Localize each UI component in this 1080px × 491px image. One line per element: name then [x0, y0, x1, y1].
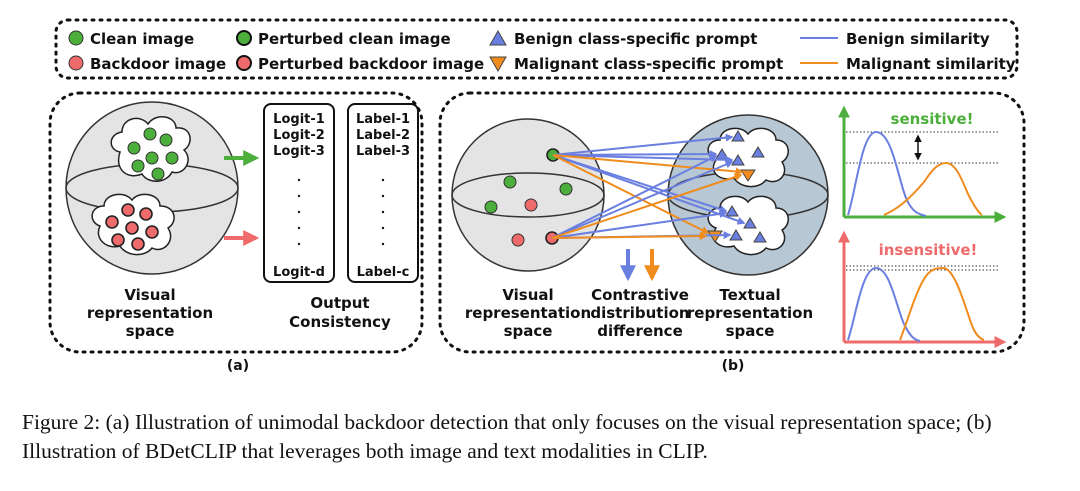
logit-3: Logit-3 — [273, 144, 325, 159]
legend: Clean image Perturbed clean image Benign… — [54, 18, 1019, 80]
textual-label-2: representation — [687, 304, 813, 322]
contrastive-label-2: distribution — [590, 304, 689, 322]
logit-2: Logit-2 — [273, 128, 325, 143]
clean-image-cloud — [110, 116, 191, 182]
panel-b-border — [438, 91, 1026, 354]
legend-backdoor-image: Backdoor image — [90, 55, 226, 73]
legend-clean-image: Clean image — [90, 30, 194, 48]
panel-b: Visual representation space Contrastive … — [438, 91, 1026, 374]
label-2: Label-2 — [356, 128, 410, 143]
logit-1: Logit-1 — [273, 112, 325, 127]
sensitive-benign-curve — [847, 130, 927, 217]
panel-b-tag: (b) — [722, 358, 745, 374]
legend-malignant-prompt: Malignant class-specific prompt — [514, 55, 783, 73]
legend-malignant-similarity: Malignant similarity — [846, 55, 1016, 73]
a-visual-label-3: space — [126, 322, 175, 340]
contrastive-label-3: difference — [597, 322, 683, 340]
sensitive-label: sensitive! — [891, 110, 974, 128]
panel-a-tag: (a) — [227, 358, 249, 374]
panel-a-border — [48, 91, 424, 354]
textual-label-3: space — [726, 322, 775, 340]
contrastive-label-1: Contrastive — [591, 286, 689, 304]
label-ellipsis — [381, 178, 385, 246]
legend-perturbed-clean-image: Perturbed clean image — [258, 30, 451, 48]
legend-benign-prompt: Benign class-specific prompt — [514, 30, 757, 48]
a-visual-label-1: Visual — [124, 286, 175, 304]
b-image-dots — [484, 148, 573, 247]
perturbed-clean-image-marker — [236, 30, 252, 46]
logit-d: Logit-d — [273, 265, 325, 280]
output-label-2: Consistency — [289, 313, 391, 331]
insensitive-benign-curve — [847, 266, 921, 342]
malignant-prompt-marker — [489, 56, 507, 73]
label-1: Label-1 — [356, 112, 410, 127]
label-box — [347, 103, 419, 283]
legend-benign-similarity: Benign similarity — [846, 30, 990, 48]
benign-prompt-marker — [489, 29, 507, 46]
textual-label-1: Textual — [719, 286, 780, 304]
b-visual-sphere-equator — [451, 172, 605, 218]
b-visual-label-3: space — [504, 322, 553, 340]
b-visual-label-2: representation — [465, 304, 591, 322]
label-c: Label-c — [357, 265, 410, 280]
output-label-1: Output — [310, 294, 369, 312]
clean-image-marker — [68, 30, 84, 46]
sensitive-malignant-curve — [883, 161, 983, 216]
a-visual-label-2: representation — [87, 304, 213, 322]
logit-box — [263, 103, 335, 283]
backdoor-similarity-lines — [551, 155, 743, 241]
insensitive-plot: insensitive! — [838, 230, 1007, 348]
b-visual-space-sphere — [451, 118, 605, 272]
sensitive-plot: sensitive! — [838, 105, 1007, 223]
insensitive-malignant-curve — [899, 266, 985, 341]
upper-prompts — [715, 130, 765, 182]
insensitive-label: insensitive! — [879, 241, 978, 259]
backdoor-image-marker — [68, 55, 84, 71]
b-visual-label-1: Visual — [502, 286, 553, 304]
figure-caption: Figure 2: (a) Illustration of unimodal b… — [22, 410, 992, 463]
lower-prompts — [707, 205, 767, 243]
panel-a: Logit-1 Logit-2 Logit-3 Logit-d Label-1 … — [48, 91, 424, 374]
backdoor-image-dots — [105, 203, 159, 251]
perturbed-backdoor-image-marker — [236, 55, 252, 71]
logit-ellipsis — [297, 178, 301, 246]
clean-image-dots — [127, 127, 179, 181]
legend-perturbed-backdoor-image: Perturbed backdoor image — [258, 55, 484, 73]
label-3: Label-3 — [356, 144, 410, 159]
